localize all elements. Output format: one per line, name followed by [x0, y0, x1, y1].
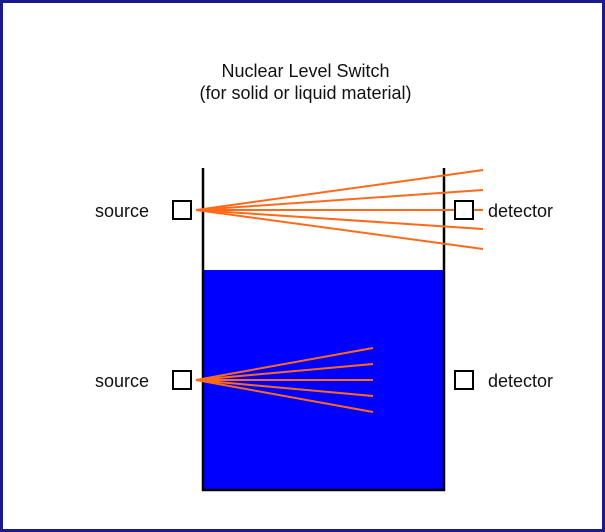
upper-radiation-beams — [195, 169, 484, 250]
lower-beam — [195, 379, 374, 413]
upper-source-box — [172, 200, 192, 220]
lower-beam — [195, 347, 374, 381]
diagram-title: Nuclear Level Switch — [221, 61, 390, 81]
lower-detector-label: detector — [488, 371, 554, 391]
diagram-subtitle: (for solid or liquid material) — [199, 83, 412, 103]
upper-beam — [195, 209, 484, 250]
upper-beam — [195, 169, 484, 211]
level-switch-diagram — [172, 168, 484, 492]
lower-beam — [195, 379, 374, 397]
upper-beam — [195, 209, 484, 230]
upper-detector-box — [454, 200, 474, 220]
lower-radiation-beams — [195, 347, 374, 413]
lower-beam — [195, 363, 374, 381]
upper-beam — [195, 189, 484, 211]
upper-detector-label: detector — [488, 201, 554, 221]
lower-source-label: source — [95, 371, 150, 391]
upper-source-label: source — [95, 201, 150, 221]
lower-source-box — [172, 370, 192, 390]
lower-detector-box — [454, 370, 474, 390]
